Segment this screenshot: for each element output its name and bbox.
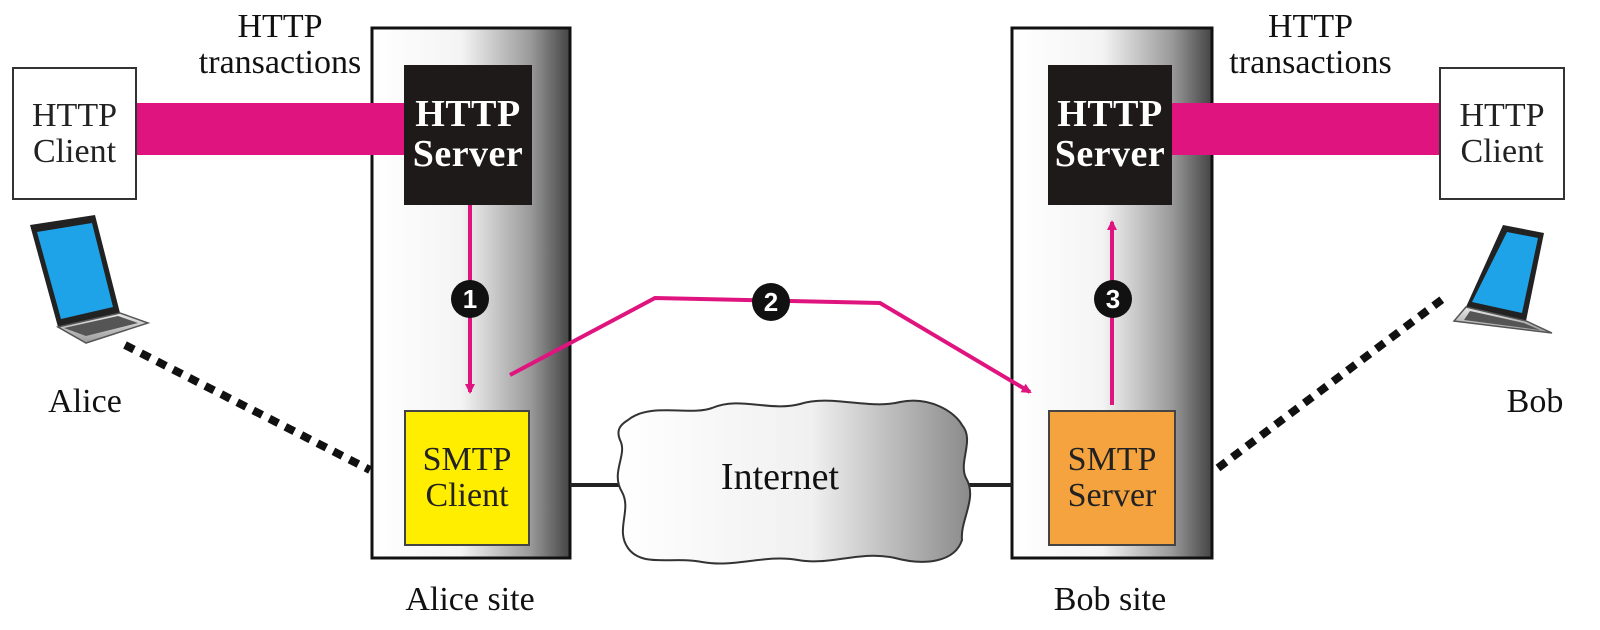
alice-http-client-line2: Client (32, 132, 117, 170)
alice-http-server-line2: Server (412, 133, 524, 175)
smtp-server-box: SMTP Server (1048, 410, 1176, 546)
left-transactions-line1: HTTP (237, 8, 323, 45)
bob-site-label: Bob site (1053, 581, 1167, 618)
step-1-marker: 1 (451, 280, 489, 318)
right-transactions-line1: HTTP (1268, 8, 1353, 45)
smtp-server-line2: Server (1067, 477, 1157, 514)
alice-http-client-line1: HTTP (32, 96, 117, 134)
smtp-server-line1: SMTP (1067, 441, 1157, 479)
step-3-marker: 3 (1094, 280, 1132, 318)
alice-site-label: Alice site (405, 581, 535, 618)
bob-http-server-line1: HTTP (1057, 93, 1163, 136)
internet-label: Internet (720, 456, 840, 498)
smtp-client-line1: SMTP (422, 441, 512, 479)
smtp-client-box: SMTP Client (404, 410, 530, 546)
alice-http-client: HTTP Client (12, 67, 137, 200)
laptop-icon (30, 215, 151, 344)
bob-http-server: HTTP Server (1048, 65, 1172, 205)
laptop-icon (1452, 225, 1553, 334)
bob-http-client-line1: HTTP (1459, 96, 1545, 134)
bob-label: Bob (1506, 383, 1564, 420)
alice-http-server: HTTP Server (404, 65, 532, 205)
right-transactions-line2: transactions (1229, 44, 1392, 81)
bob-http-client-line2: Client (1460, 132, 1544, 170)
step-2-marker: 2 (752, 283, 790, 321)
cloud-icon (616, 399, 972, 565)
left-http-transaction-bar (125, 103, 407, 155)
alice-http-server-line1: HTTP (415, 93, 521, 136)
right-http-transaction-bar (1170, 103, 1488, 155)
bob-dotted-link (1215, 291, 1451, 472)
right-transactions-label: HTTP transactions (1218, 10, 1403, 80)
left-transactions-line2: transactions (198, 44, 362, 81)
left-transactions-label: HTTP transactions (190, 10, 370, 80)
bob-http-server-line2: Server (1054, 133, 1166, 175)
alice-label: Alice (48, 383, 122, 420)
smtp-client-line2: Client (425, 477, 509, 514)
alice-dotted-link (123, 341, 372, 474)
bob-http-client: HTTP Client (1439, 67, 1565, 200)
